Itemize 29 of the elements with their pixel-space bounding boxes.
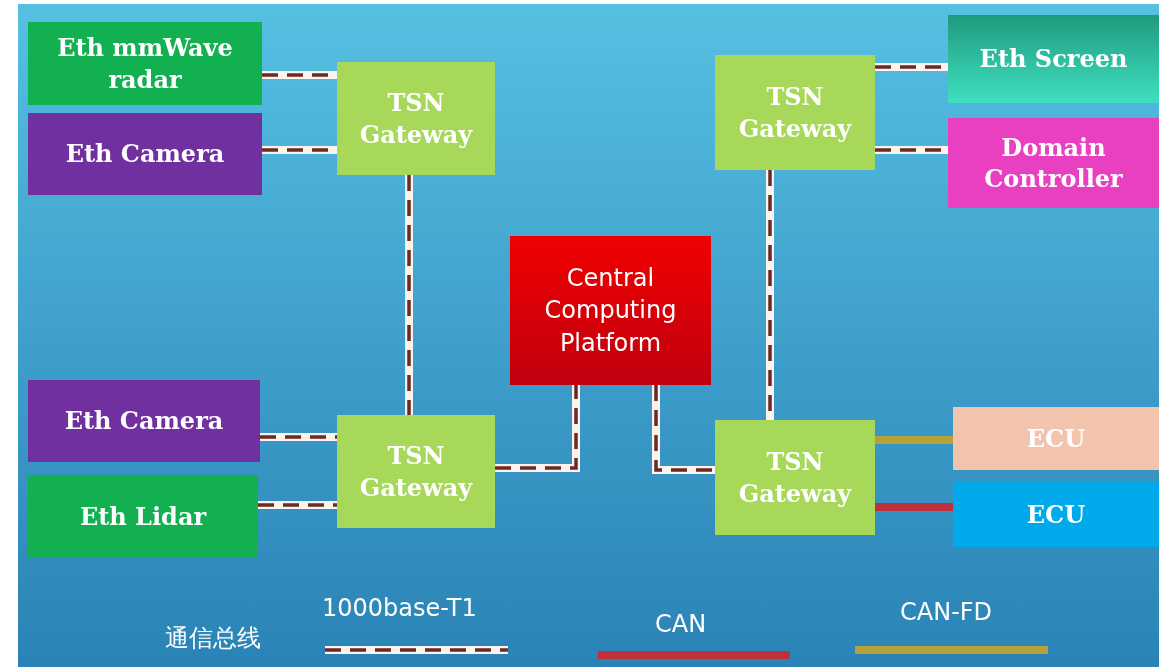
cable [262,146,337,154]
cable [405,175,413,415]
gateway-box: TSN Gateway [715,55,875,170]
cable [262,71,337,79]
cable [260,433,337,441]
legend-label: CAN-FD [900,598,993,626]
bus-line [875,436,953,444]
device-box: Eth Screen [948,15,1159,103]
legend-label: 1000base-T1 [322,594,477,622]
cable [258,501,337,509]
cable [875,146,948,154]
sensor-box: Eth Lidar [28,475,258,558]
computing-platform-box: Central Computing Platform [510,236,711,385]
sensor-box: Eth mmWave radar [28,22,262,105]
legend-label: CAN [655,610,707,638]
legend-heading: 通信总线 [165,623,261,654]
gateway-box: TSN Gateway [337,415,495,528]
cable [652,385,715,474]
device-box: Domain Controller [948,118,1159,208]
sensor-box: Eth Camera [28,380,260,462]
ecu-box: ECU [953,407,1159,470]
cable [875,63,948,71]
gateway-box: TSN Gateway [715,420,875,535]
cable [766,170,774,420]
ecu-box: ECU [953,482,1159,547]
cable [495,385,580,472]
sensor-box: Eth Camera [28,113,262,195]
bus-line [875,503,953,511]
gateway-box: TSN Gateway [337,62,495,175]
